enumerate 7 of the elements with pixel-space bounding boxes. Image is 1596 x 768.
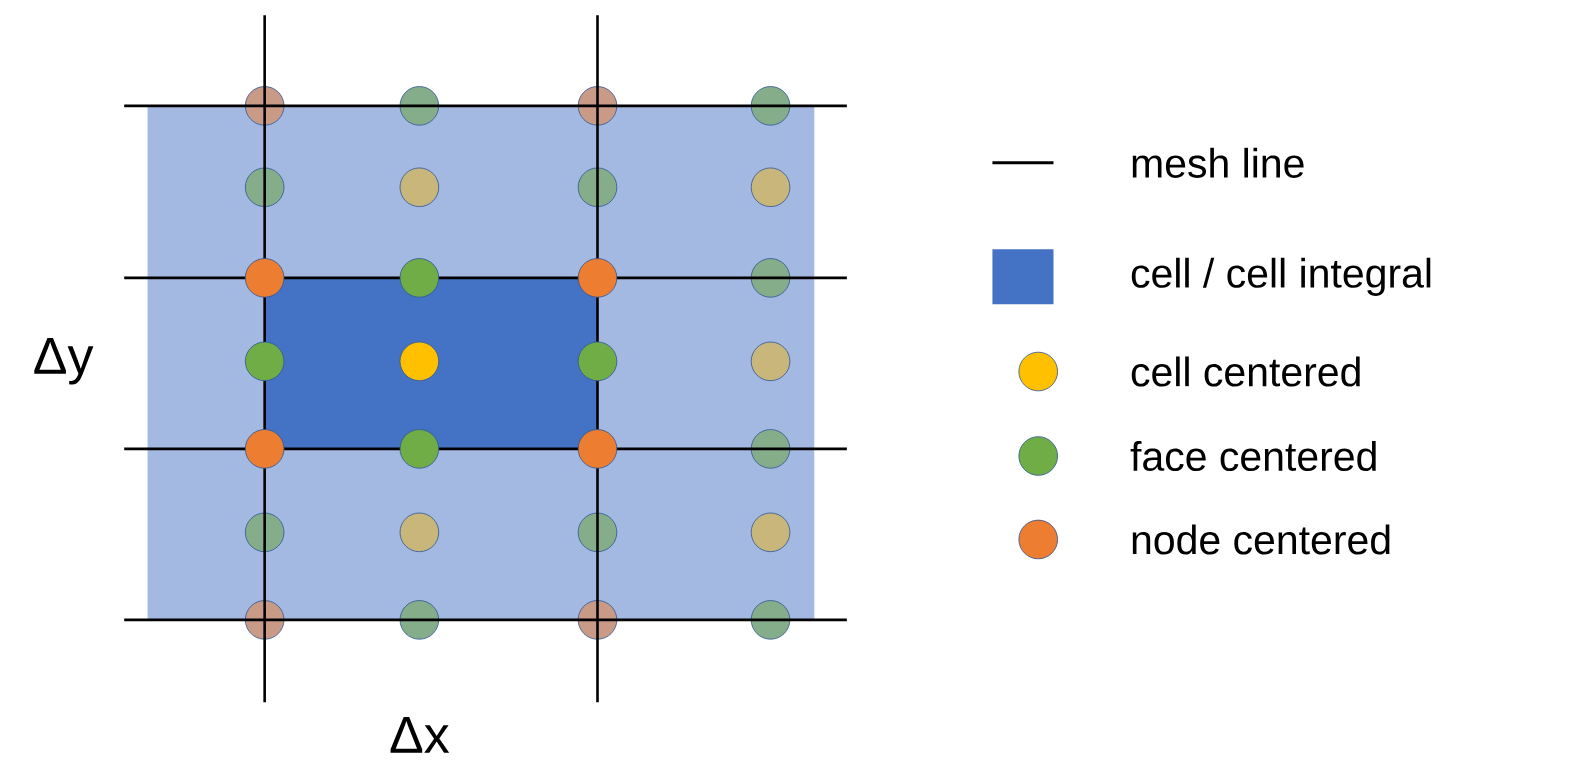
legend-text: cell centered [1131, 356, 1360, 387]
legend-text: node centered [1132, 524, 1390, 555]
dimension-label: Δy [34, 337, 94, 385]
legend-text: cell / cell integral [1131, 257, 1431, 296]
legend-text: face centered [1130, 440, 1376, 471]
legend-text: mesh line [1132, 147, 1304, 178]
dimension-label: Δx [390, 716, 450, 753]
